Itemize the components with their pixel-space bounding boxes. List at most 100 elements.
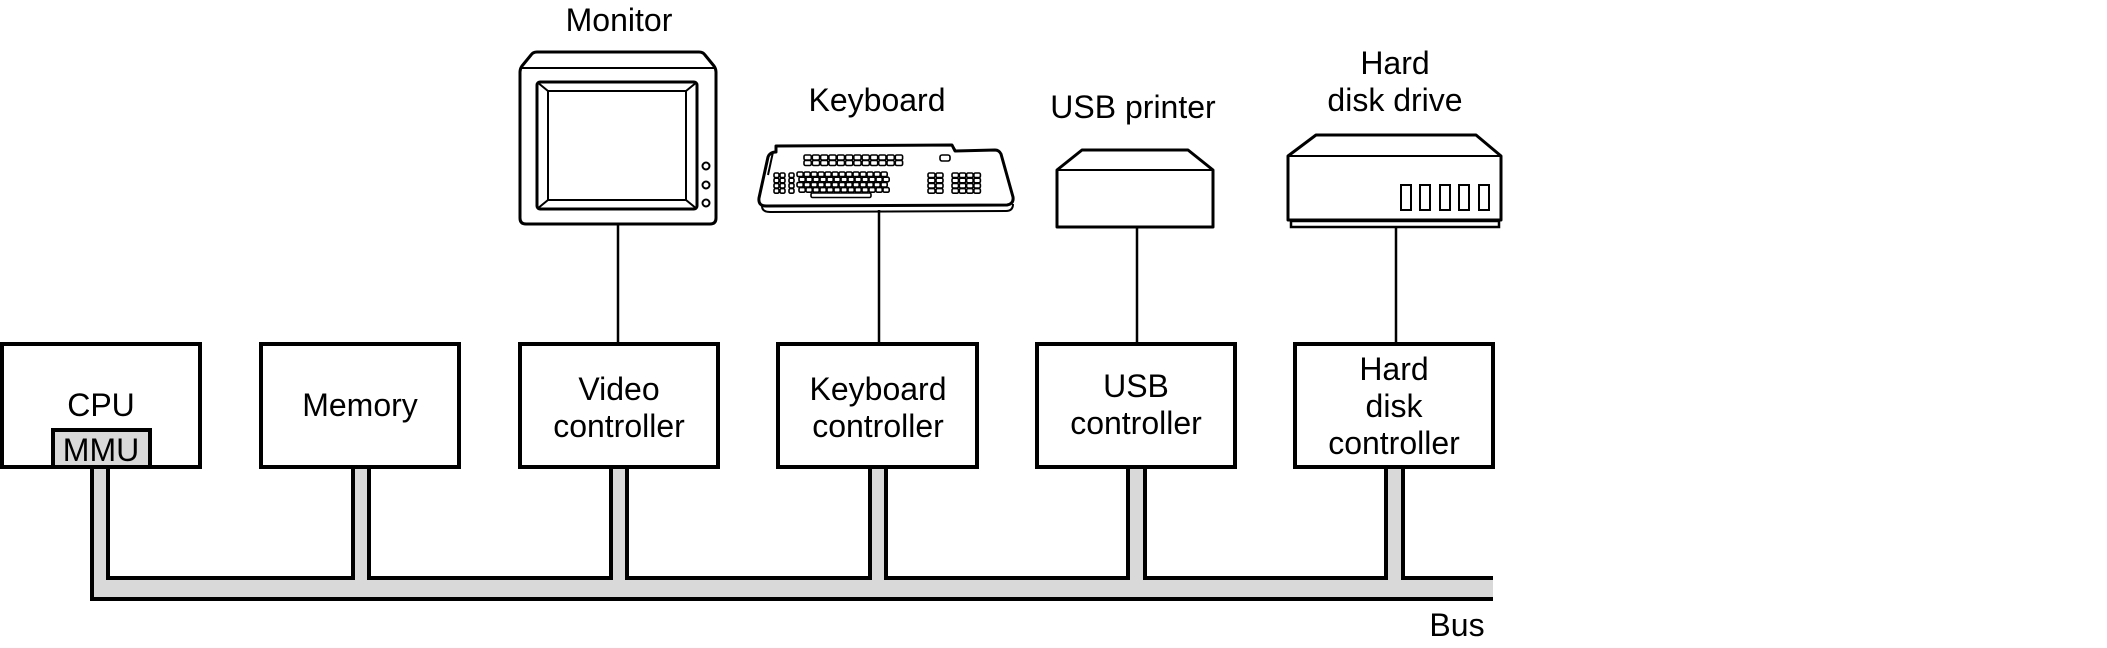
- keyboard-key: [869, 154, 879, 161]
- hard-disk-drive-label-line-1: Hard: [1360, 45, 1429, 81]
- keyboard-key: [973, 187, 982, 195]
- device-usb-printer[interactable]: USB printer: [1050, 89, 1216, 229]
- component-video-controller[interactable]: Video controller: [518, 342, 720, 469]
- keyboard-key: [838, 171, 846, 178]
- keyboard-key: [812, 186, 820, 194]
- keyboard-key: [788, 182, 795, 189]
- component-hard-disk-controller[interactable]: Hard disk controller: [1293, 342, 1495, 469]
- keyboard-key: [833, 186, 841, 194]
- keyboard-icon: [757, 143, 1015, 214]
- keyboard-controller-label-line-2: controller: [812, 408, 944, 444]
- keyboard-key: [803, 171, 811, 178]
- keyboard-key: [927, 187, 936, 195]
- keyboard-key: [844, 154, 854, 161]
- keyboard-key: [836, 154, 846, 161]
- keyboard-key: [845, 171, 853, 178]
- keyboard-key: [779, 187, 786, 195]
- keyboard-key: [788, 172, 795, 179]
- keyboard-key: [935, 172, 944, 179]
- keyboard-key: [852, 171, 860, 178]
- keyboard-key: [868, 186, 876, 194]
- keyboard-key: [951, 172, 960, 179]
- keyboard-key: [873, 181, 881, 188]
- keyboard-key: [803, 181, 811, 188]
- usb-controller-label-line-1: USB: [1103, 368, 1169, 404]
- keyboard-key: [788, 177, 795, 184]
- keyboard-key: [852, 181, 860, 188]
- device-monitor[interactable]: Monitor: [518, 2, 718, 226]
- keyboard-key: [927, 172, 936, 179]
- hard-disk-controller-label-line-2: disk: [1366, 388, 1424, 424]
- monitor-label: Monitor: [566, 2, 673, 38]
- keyboard-key: [958, 177, 967, 184]
- monitor-icon: [518, 50, 718, 226]
- keyboard-key: [805, 176, 813, 183]
- keyboard-key: [877, 154, 887, 161]
- keyboard-key: [828, 159, 838, 167]
- keyboard-key: [819, 154, 829, 161]
- keyboard-key: [935, 177, 944, 184]
- keyboard-key: [831, 181, 839, 188]
- keyboard-key: [811, 154, 821, 161]
- keyboard-key: [796, 171, 804, 178]
- keyboard-key: [810, 171, 818, 178]
- keyboard-key: [803, 159, 813, 167]
- keyboard-key: [861, 159, 871, 167]
- bus-outline: [90, 467, 1493, 601]
- keyboard-label: Keyboard: [809, 82, 946, 118]
- keyboard-key: [958, 182, 967, 189]
- usb-printer-label: USB printer: [1050, 89, 1216, 125]
- printer-icon: [1055, 148, 1215, 229]
- keyboard-key: [927, 177, 936, 184]
- keyboard-key: [935, 187, 944, 195]
- hard-disk-icon: [1286, 133, 1503, 229]
- keyboard-key: [880, 181, 888, 188]
- bus-label: Bus: [1429, 607, 1484, 643]
- hard-disk-drive-label-line-2: disk drive: [1327, 82, 1462, 118]
- keyboard-key: [824, 181, 832, 188]
- usb-controller-label-line-2: controller: [1070, 405, 1202, 441]
- memory-label: Memory: [302, 387, 418, 423]
- keyboard-key: [951, 182, 960, 189]
- keyboard-key: [810, 192, 872, 199]
- keyboard-key: [866, 181, 874, 188]
- memory-box: [259, 342, 461, 469]
- keyboard-key: [773, 177, 780, 184]
- keyboard-key: [886, 154, 896, 161]
- keyboard-key: [973, 182, 982, 189]
- component-memory[interactable]: Memory: [259, 342, 461, 469]
- keyboard-key: [852, 159, 862, 167]
- keyboard-key: [854, 176, 862, 183]
- keyboard-key: [838, 181, 846, 188]
- keyboard-controller-box: [776, 342, 979, 469]
- component-cpu[interactable]: CPU MMU: [0, 342, 202, 469]
- keyboard-key: [882, 176, 890, 183]
- keyboard-key: [927, 182, 936, 189]
- keyboard-key: [861, 154, 871, 161]
- component-keyboard-controller[interactable]: Keyboard controller: [776, 342, 979, 469]
- keyboard-key: [817, 171, 825, 178]
- keyboard-key: [965, 182, 974, 189]
- keyboard-key: [875, 186, 883, 194]
- keyboard-key: [811, 159, 821, 167]
- keyboard-key: [847, 176, 855, 183]
- system-bus: Bus: [90, 467, 1493, 643]
- hard-disk-controller-box: [1293, 342, 1495, 469]
- mmu-box: [51, 428, 152, 469]
- keyboard-key: [894, 159, 904, 167]
- keyboard-key: [873, 171, 881, 178]
- device-hard-disk-drive[interactable]: Hard disk drive: [1286, 45, 1503, 229]
- keyboard-key: [779, 182, 786, 189]
- keyboard-key: [973, 172, 982, 179]
- keyboard-key: [868, 176, 876, 183]
- keyboard-key: [779, 172, 786, 179]
- device-keyboard[interactable]: Keyboard: [757, 82, 1015, 214]
- keyboard-key: [877, 159, 887, 167]
- keyboard-key: [773, 187, 780, 195]
- component-usb-controller[interactable]: USB controller: [1035, 342, 1237, 469]
- keyboard-key: [836, 159, 846, 167]
- keyboard-key: [965, 187, 974, 195]
- keyboard-key: [861, 176, 869, 183]
- keyboard-key: [831, 171, 839, 178]
